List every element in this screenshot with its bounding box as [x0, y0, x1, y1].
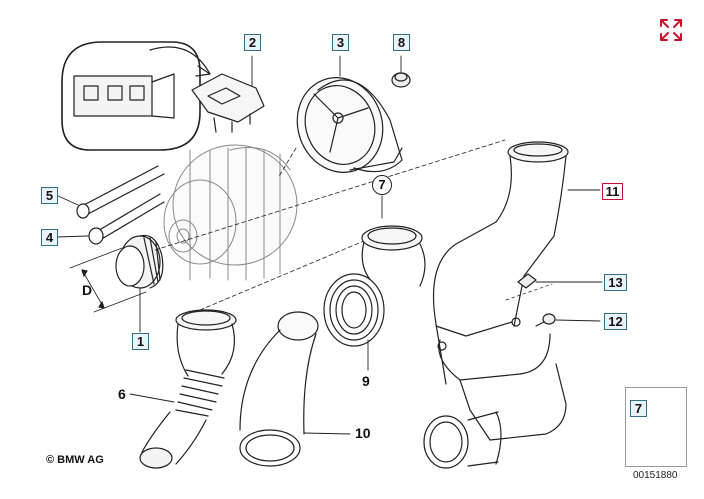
fan-cowl-part-3 [296, 55, 403, 173]
intake-duct-part-6 [129, 309, 237, 469]
connector-detail-inset [61, 41, 211, 151]
dimension-d-label: D [82, 282, 93, 298]
label-7[interactable]: 7 [372, 175, 392, 195]
expand-arrows-icon[interactable] [657, 16, 685, 44]
legend-label-7[interactable]: 7 [630, 400, 647, 417]
alternator-ghost [163, 144, 298, 281]
label-1[interactable]: 1 [132, 333, 149, 350]
label-5[interactable]: 5 [41, 187, 58, 204]
grommet-part-8 [391, 55, 411, 88]
label-4[interactable]: 4 [41, 229, 58, 246]
short-bolt-part-4 [55, 193, 165, 245]
pulley-part-1 [69, 234, 164, 333]
label-13[interactable]: 13 [604, 274, 627, 291]
label-9[interactable]: 9 [362, 373, 370, 389]
voltage-regulator-part-2 [191, 55, 265, 133]
screw-part-12 [535, 313, 601, 327]
legend-panel [625, 387, 687, 467]
drawing-number: 00151880 [633, 470, 678, 481]
label-2[interactable]: 2 [244, 34, 261, 51]
label-3[interactable]: 3 [332, 34, 349, 51]
label-11[interactable]: 11 [602, 183, 623, 200]
label-6[interactable]: 6 [118, 386, 126, 402]
copyright-text: © BMW AG [46, 454, 104, 466]
long-bolt-part-5 [55, 165, 165, 219]
hose-part-10 [239, 311, 351, 467]
label-8[interactable]: 8 [393, 34, 410, 51]
label-12[interactable]: 12 [604, 313, 627, 330]
label-10[interactable]: 10 [355, 425, 371, 441]
bellows-part-9 [323, 225, 426, 371]
clip-nut-part-13 [505, 273, 603, 301]
air-duct-part-11 [423, 141, 601, 469]
